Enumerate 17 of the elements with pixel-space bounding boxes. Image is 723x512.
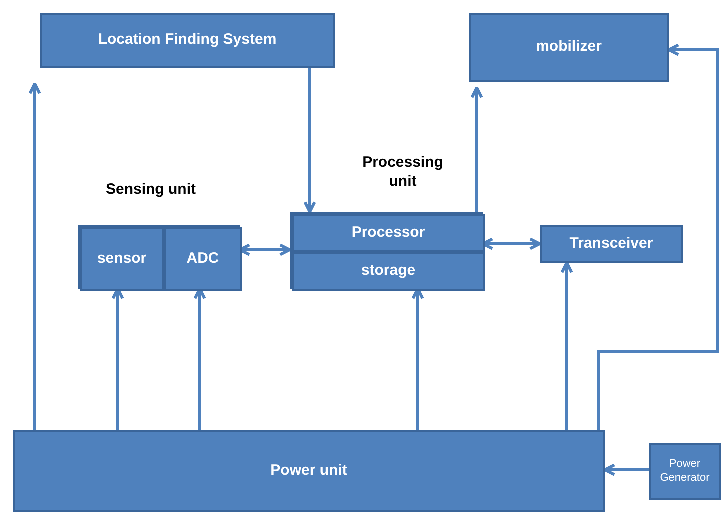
arrow: [598, 44, 720, 430]
process-box: mobilizer: [469, 13, 669, 82]
process-box: storage: [292, 252, 485, 291]
arrow: [304, 68, 316, 214]
process-box: Power unit: [13, 430, 605, 512]
process-box: Power Generator: [649, 443, 721, 500]
process-box: Transceiver: [540, 225, 683, 263]
process-box: Location Finding System: [40, 13, 335, 68]
arrow: [604, 464, 649, 476]
process-box: ADC: [164, 227, 242, 291]
arrow: [28, 82, 42, 430]
process-box: sensor: [80, 227, 164, 291]
unit-heading: Sensing unit: [105, 181, 197, 200]
arrow: [470, 86, 484, 212]
process-box: Processor: [292, 214, 485, 252]
arrow: [560, 262, 574, 430]
unit-heading: Processing unit: [362, 154, 444, 192]
